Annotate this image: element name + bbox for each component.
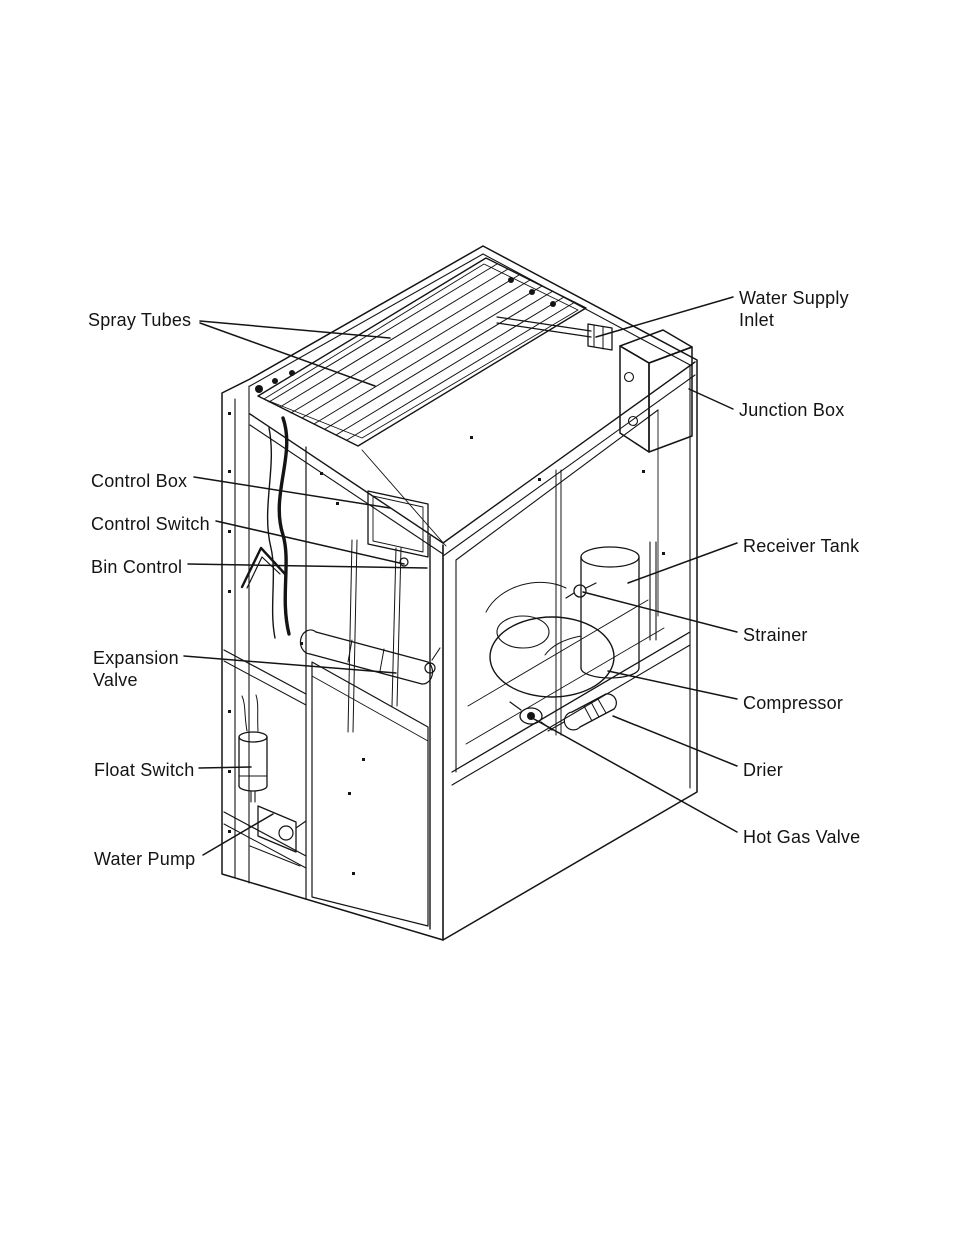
label-expansion-valve-line1: Expansion xyxy=(93,648,179,668)
leader-lines xyxy=(184,297,737,855)
expansion-valve-part xyxy=(300,630,440,684)
control-switch-part xyxy=(400,558,408,566)
leader-compressor xyxy=(608,671,737,699)
leader-drier xyxy=(613,716,737,766)
junction-box-part xyxy=(620,330,692,452)
float-switch-part xyxy=(239,695,267,802)
label-hot-gas-valve: Hot Gas Valve xyxy=(743,827,861,847)
label-receiver-tank: Receiver Tank xyxy=(743,536,860,556)
cabinet-frame xyxy=(222,246,697,940)
label-water-pump: Water Pump xyxy=(94,849,196,869)
label-float-switch: Float Switch xyxy=(94,760,195,780)
label-expansion-valve: Expansion Valve xyxy=(93,647,179,691)
label-drier: Drier xyxy=(743,760,783,780)
leader-junction-box xyxy=(689,389,733,409)
leader-expansion-valve xyxy=(184,656,396,673)
label-bin-control: Bin Control xyxy=(91,557,183,577)
leader-control-switch xyxy=(216,521,404,564)
leader-water-supply-inlet xyxy=(596,297,733,337)
spray-tubes-assembly xyxy=(255,258,586,446)
leader-hot-gas-valve xyxy=(534,719,737,832)
leader-receiver-tank xyxy=(628,543,737,583)
label-water-supply-inlet-line2: Inlet xyxy=(739,310,775,330)
leader-bin-control xyxy=(188,564,427,568)
water-pump-part xyxy=(250,806,306,866)
control-box-part xyxy=(368,491,428,566)
receiver-tank-part xyxy=(581,542,656,678)
rivet-dots xyxy=(228,412,665,875)
label-control-switch: Control Switch xyxy=(91,514,210,534)
label-spray-tubes: Spray Tubes xyxy=(88,310,192,330)
label-control-box: Control Box xyxy=(91,471,188,491)
drier-part xyxy=(548,694,616,731)
label-compressor: Compressor xyxy=(743,693,844,713)
leader-spray-tubes-2 xyxy=(200,323,375,386)
water-supply-inlet-part xyxy=(497,317,612,350)
leader-strainer xyxy=(583,592,737,632)
label-water-supply-inlet-line1: Water Supply xyxy=(739,288,849,308)
strainer-part xyxy=(566,583,596,598)
leader-water-pump xyxy=(203,814,273,855)
label-strainer: Strainer xyxy=(743,625,808,645)
leader-control-box xyxy=(194,477,390,508)
label-junction-box: Junction Box xyxy=(739,400,845,420)
label-expansion-valve-line2: Valve xyxy=(93,670,138,690)
label-water-supply-inlet: Water Supply Inlet xyxy=(739,287,849,331)
leader-spray-tubes-1 xyxy=(200,321,390,338)
compressor-part xyxy=(486,582,614,697)
pipes-and-hoses xyxy=(268,418,648,735)
leader-float-switch xyxy=(199,767,251,768)
